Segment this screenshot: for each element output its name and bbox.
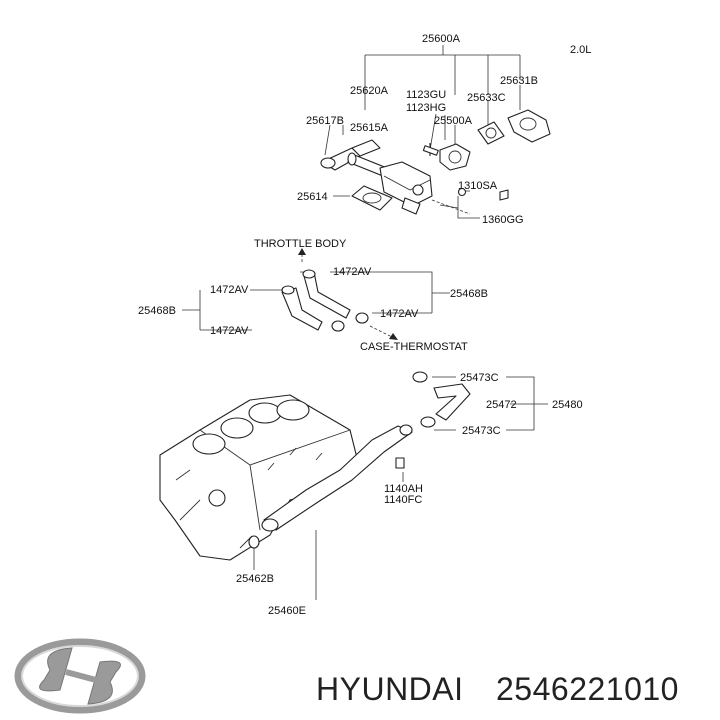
label-throttle-body: THROTTLE BODY xyxy=(254,238,347,250)
label-25631B: 25631B xyxy=(500,75,538,87)
hose-assembly-25472 xyxy=(412,371,548,431)
water-pipe-25460E xyxy=(248,424,413,600)
label-25472: 25472 xyxy=(486,399,517,411)
part-number: 2546221010 xyxy=(496,671,679,707)
label-1472AV-bottom: 1472AV xyxy=(210,325,249,337)
label-1140AH: 1140AH xyxy=(384,483,423,495)
label-25460E: 25460E xyxy=(268,605,306,617)
engine-variant-label: 2.0L xyxy=(570,44,591,56)
label-25473C-bottom: 25473C xyxy=(462,425,501,437)
label-1123HG: 1123HG xyxy=(406,102,446,114)
label-1472AV-left: 1472AV xyxy=(210,284,249,296)
label-1310SA: 1310SA xyxy=(458,180,498,192)
hose-assembly-25468B xyxy=(182,248,450,340)
part-labels: 2.0L 25600A 25620A 1123GU 1123HG 25633C … xyxy=(138,33,591,617)
label-1360GG: 1360GG xyxy=(482,214,524,226)
label-case-thermostat: CASE-THERMOSTAT xyxy=(360,341,468,353)
label-1472AV-top: 1472AV xyxy=(333,266,372,278)
hyundai-logo xyxy=(14,638,146,714)
label-25620A: 25620A xyxy=(350,85,389,97)
label-25600A: 25600A xyxy=(422,33,461,45)
thermostat-housing-assembly xyxy=(320,45,551,219)
label-25468B-left: 25468B xyxy=(138,305,176,317)
brand-name: HYUNDAI xyxy=(316,671,464,707)
label-25614: 25614 xyxy=(297,191,328,203)
label-1472AV-right: 1472AV xyxy=(380,308,419,320)
label-1123GU: 1123GU xyxy=(406,89,446,101)
label-25473C-top: 25473C xyxy=(460,372,499,384)
label-25468B-right: 25468B xyxy=(450,288,488,300)
label-25633C: 25633C xyxy=(467,92,506,104)
label-25480: 25480 xyxy=(552,399,583,411)
label-25615A: 25615A xyxy=(350,122,389,134)
label-25617B: 25617B xyxy=(306,115,344,127)
label-25462B: 25462B xyxy=(236,573,274,585)
label-25500A: 25500A xyxy=(434,115,473,127)
label-1140FC: 1140FC xyxy=(384,494,422,506)
